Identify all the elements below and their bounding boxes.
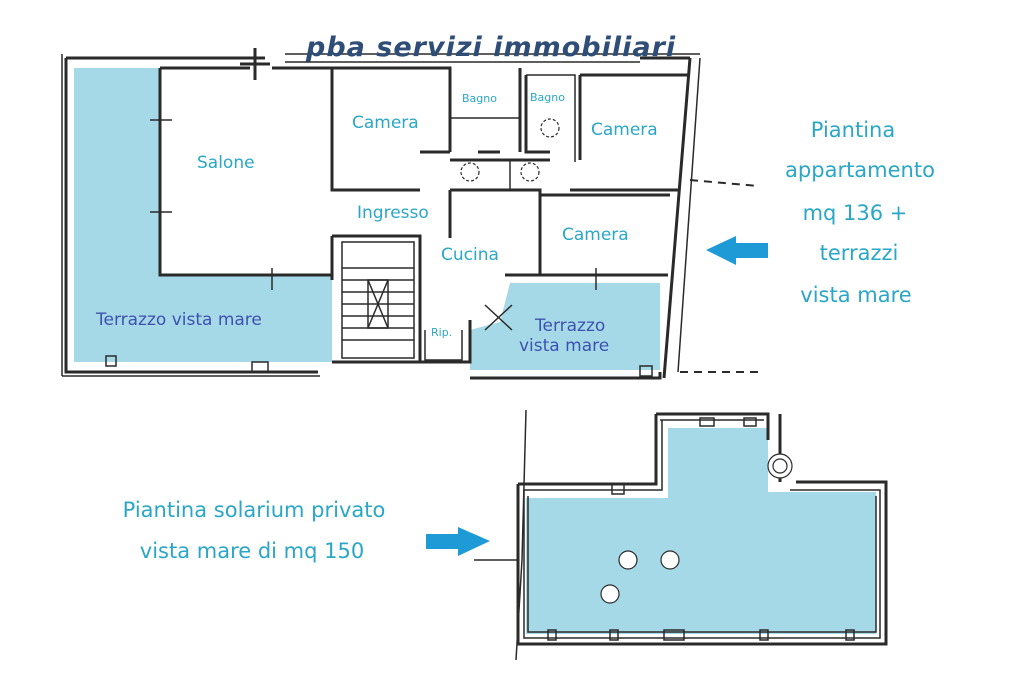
apartment-caption-line-3: mq 136 + [803,201,908,225]
apartment-caption-line-5: vista mare [800,283,911,307]
room-label-camera-right-top: Camera [591,120,658,140]
apartment-caption-line-4: terrazzi [820,241,899,265]
room-label-bagno-1: Bagno [462,92,497,105]
solarium-area [526,428,876,634]
solarium-caption-line-1: Piantina solarium privato [123,498,386,522]
terrace-left-area [74,68,332,362]
room-label-ingresso: Ingresso [357,203,429,223]
terrace-right-area [470,283,660,370]
apartment-plan: Salone Camera Bagno Bagno Camera Ingress… [61,48,759,380]
room-label-bagno-2: Bagno [530,91,565,104]
arrow-right-icon [426,527,490,556]
solarium-caption-line-2: vista mare di mq 150 [140,539,364,563]
terrace-label-right-line2: vista mare [519,336,609,356]
solarium-plan [474,409,888,661]
room-label-cucina: Cucina [441,245,499,265]
arrow-left-icon [706,236,768,265]
apartment-caption-line-2: appartamento [785,158,935,182]
solarium-caption: Piantina solarium privato vista mare di … [123,498,386,563]
room-label-camera-left: Camera [352,113,419,133]
apartment-caption: Piantina appartamento mq 136 + terrazzi … [785,118,935,307]
room-label-ripostiglio: Rip. [431,326,452,339]
terrace-label-right-line1: Terrazzo [534,316,605,336]
room-label-camera-right-bottom: Camera [562,225,629,245]
brand-title: pba servizi immobiliari [305,32,676,63]
apartment-caption-line-1: Piantina [811,118,895,142]
terrace-label-left: Terrazzo vista mare [95,310,262,330]
room-label-salone: Salone [197,153,255,173]
